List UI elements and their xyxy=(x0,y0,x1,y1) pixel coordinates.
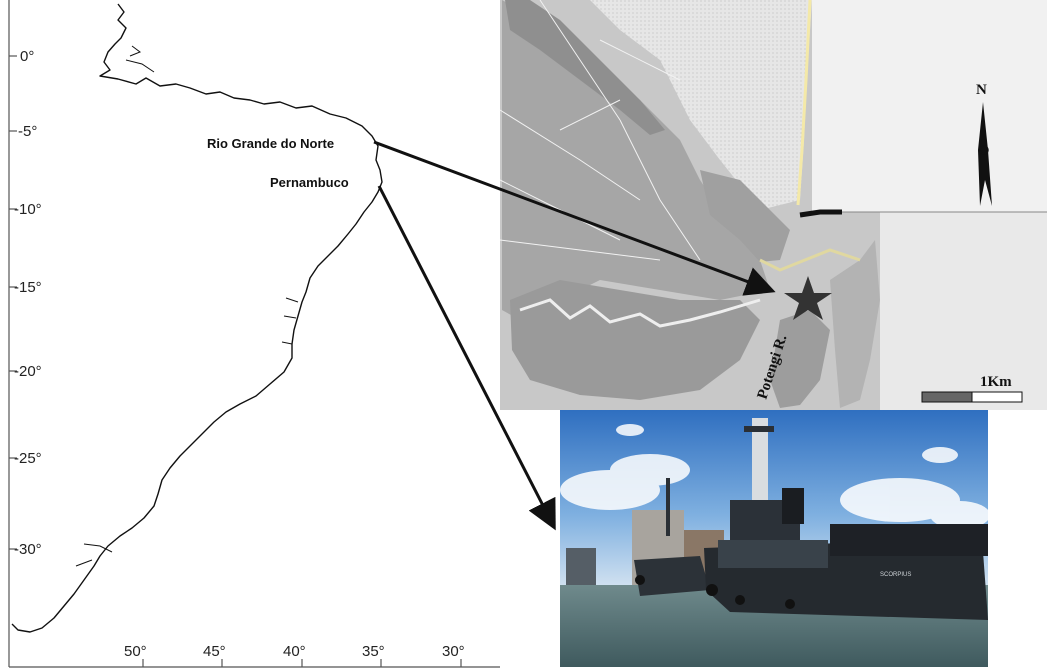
north-label: N xyxy=(976,82,987,98)
land-mass xyxy=(830,240,880,408)
sea-area xyxy=(590,0,812,210)
lon-tick-label: 30° xyxy=(442,643,465,660)
land-mass xyxy=(502,0,770,320)
tug-deckhouse xyxy=(718,540,828,568)
photo-clouds xyxy=(560,424,990,529)
scale-bar-light xyxy=(971,391,1023,403)
land-mass xyxy=(510,280,760,400)
tug-mast-top xyxy=(744,426,774,432)
lon-tick-label: 50° xyxy=(124,643,147,660)
location-star-marker xyxy=(784,276,832,320)
scale-bar-dark xyxy=(921,391,973,403)
lat-tick-label: -30° xyxy=(14,541,42,558)
brazil-coast-map: 0° -5° -10° -15° -20° -25° -30° 50° 45° … xyxy=(8,0,500,668)
scale-label: 1Km xyxy=(980,374,1012,390)
lat-tick-label: -20° xyxy=(14,363,42,380)
latitude-ticks xyxy=(9,55,17,550)
lon-tick-label: 35° xyxy=(362,643,385,660)
tug-hull-back xyxy=(634,556,710,596)
lat-tick-label: -25° xyxy=(14,450,42,467)
north-arrow-dot xyxy=(979,145,989,155)
inset-open-area-lower xyxy=(880,212,1047,410)
lat-tick-label: -10° xyxy=(14,201,42,218)
lat-tick-label: -15° xyxy=(14,279,42,296)
mangrove-river xyxy=(519,298,761,328)
inset-open-area xyxy=(812,0,1047,212)
coastline xyxy=(11,3,383,633)
land-mass xyxy=(770,310,830,408)
north-arrow: N xyxy=(976,82,992,206)
longitude-ticks xyxy=(142,659,462,667)
port-inset-map: N Potengi R. 1Km xyxy=(499,0,1047,410)
river-channel xyxy=(759,248,861,272)
land-mass xyxy=(700,170,790,262)
beach-line xyxy=(796,0,812,206)
tug-fenders xyxy=(635,575,795,609)
scale-bar: 1Km xyxy=(921,374,1023,403)
label-rio-grande-do-norte: Rio Grande do Norte xyxy=(207,136,334,151)
tug-hull-name: SCORPIUS xyxy=(880,572,911,578)
tug-small-mast xyxy=(666,478,670,536)
lat-tick-label: 0° xyxy=(20,48,34,65)
lat-tick-label: -5° xyxy=(18,123,37,140)
photo-wall xyxy=(830,524,988,556)
label-pernambuco: Pernambuco xyxy=(270,175,349,190)
arrow-to-inset xyxy=(373,140,776,296)
tug-funnel xyxy=(782,488,804,524)
coast-details xyxy=(75,45,299,567)
street-lines xyxy=(499,0,701,261)
jetty xyxy=(799,209,842,218)
lon-tick-label: 40° xyxy=(283,643,306,660)
photo-building xyxy=(566,548,596,585)
lon-tick-label: 45° xyxy=(203,643,226,660)
tugboat-photo: SCORPIUS xyxy=(560,410,990,667)
arrow-to-photo xyxy=(377,185,556,531)
